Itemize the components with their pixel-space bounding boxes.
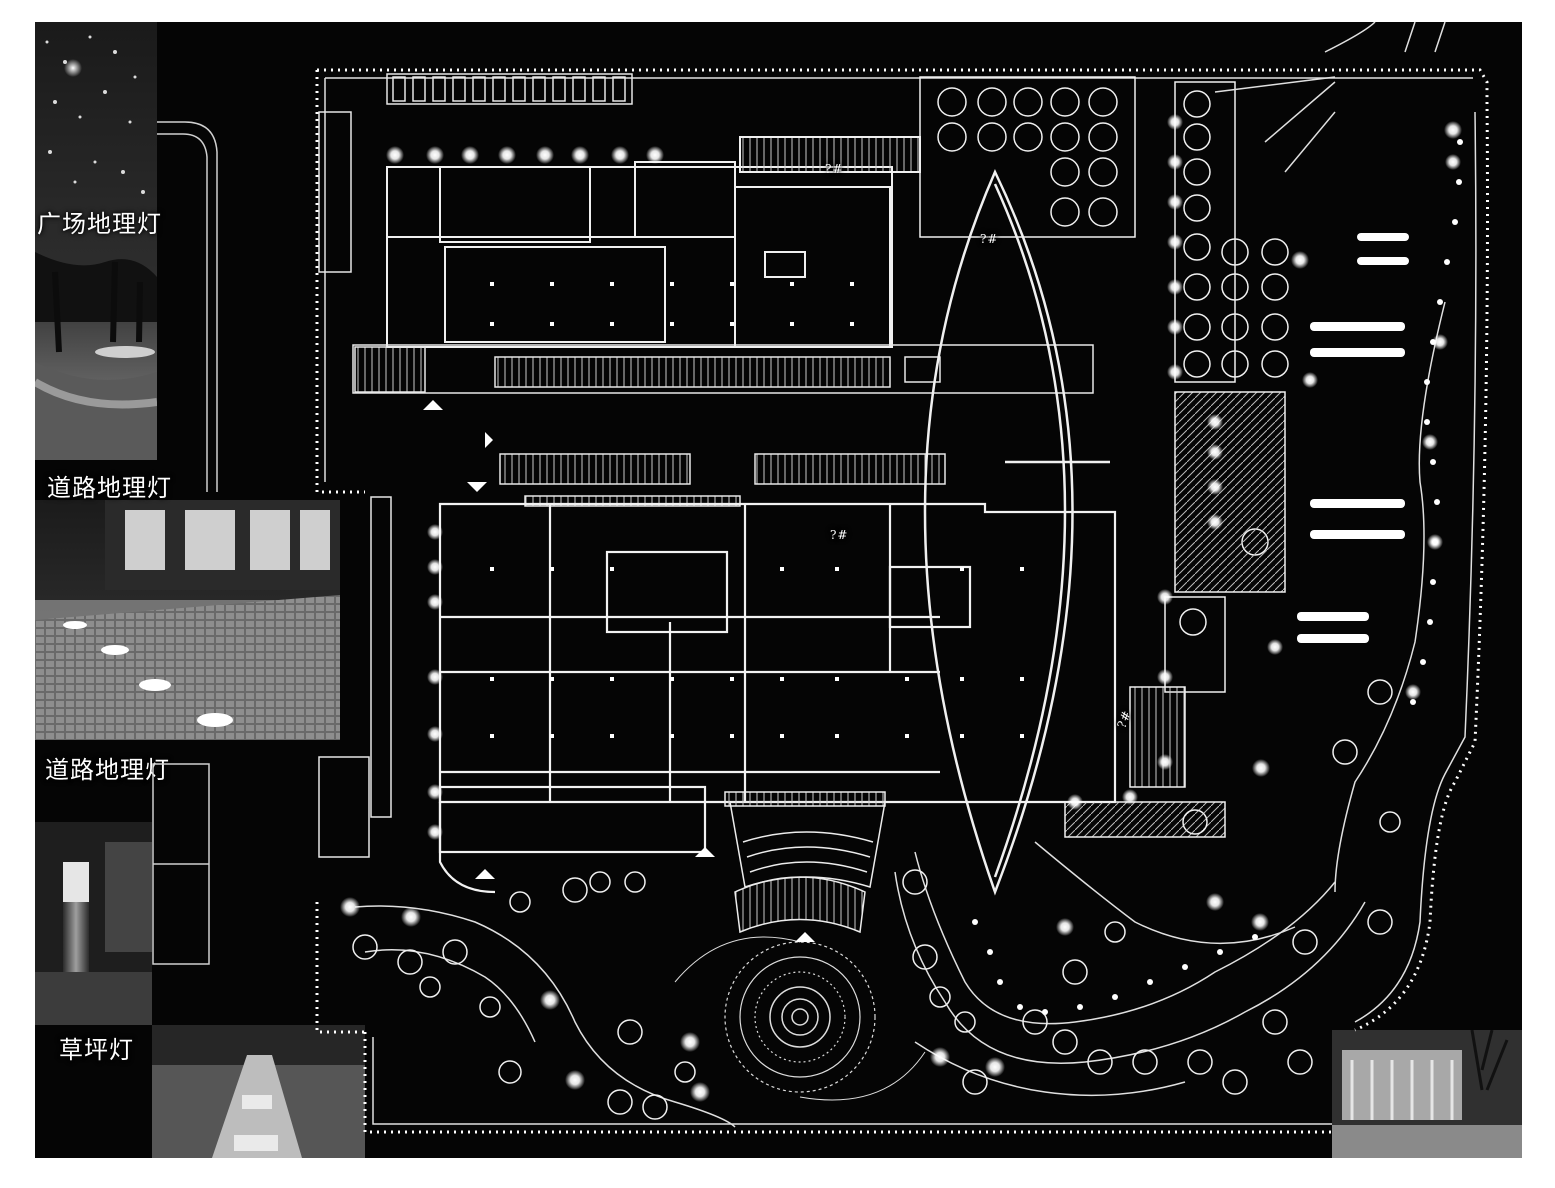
column-grid bbox=[490, 282, 1024, 738]
plan-mark-3: ?# bbox=[830, 528, 849, 542]
photo-road-ground-light bbox=[35, 500, 340, 740]
parking-left bbox=[318, 111, 392, 858]
building-main bbox=[438, 502, 1117, 894]
amphitheatre bbox=[724, 791, 886, 934]
paving-photo-image bbox=[152, 1025, 365, 1158]
garden-trees bbox=[352, 679, 1401, 1120]
path-light-dots bbox=[972, 139, 1463, 1015]
corridor bbox=[352, 344, 1094, 507]
plan-mark-2: ?# bbox=[980, 232, 999, 246]
parking-top bbox=[386, 73, 633, 105]
site-lighting-plan bbox=[152, 22, 1489, 1134]
lens-atrium bbox=[923, 169, 1110, 896]
label-lawn-light: 草坪灯 bbox=[59, 1036, 134, 1064]
photo-bottom-right-building bbox=[1332, 1030, 1522, 1158]
lawn-light-photo-image bbox=[35, 822, 152, 1025]
boundary-inner-lines bbox=[324, 77, 1477, 1125]
label-road-ground-light-2: 道路地理灯 bbox=[45, 756, 170, 784]
label-road-ground-light-1: 道路地理灯 bbox=[47, 474, 172, 502]
entry-markers bbox=[423, 400, 815, 942]
lighting-plan-board: 广场地理灯 bbox=[35, 22, 1522, 1158]
building-night-photo-image bbox=[1332, 1030, 1522, 1158]
plan-mark-1: ?# bbox=[825, 162, 844, 176]
photo-bottom-paving bbox=[152, 1025, 365, 1158]
road-night-photo-image bbox=[35, 500, 340, 740]
site-boundary bbox=[315, 68, 1489, 1134]
lamp-glows bbox=[340, 114, 1462, 1102]
photo-lawn-light bbox=[35, 822, 152, 1025]
photo-plaza-ground-light bbox=[35, 22, 157, 460]
access-road-lines bbox=[152, 121, 218, 965]
garden-paths bbox=[354, 22, 1446, 1128]
circular-fountain bbox=[674, 936, 926, 1101]
tree-grid bbox=[919, 76, 1289, 838]
label-plaza-ground-light: 广场地理灯 bbox=[37, 210, 162, 238]
plaza-night-photo-image bbox=[35, 22, 157, 460]
linear-light-bars bbox=[1297, 233, 1409, 643]
